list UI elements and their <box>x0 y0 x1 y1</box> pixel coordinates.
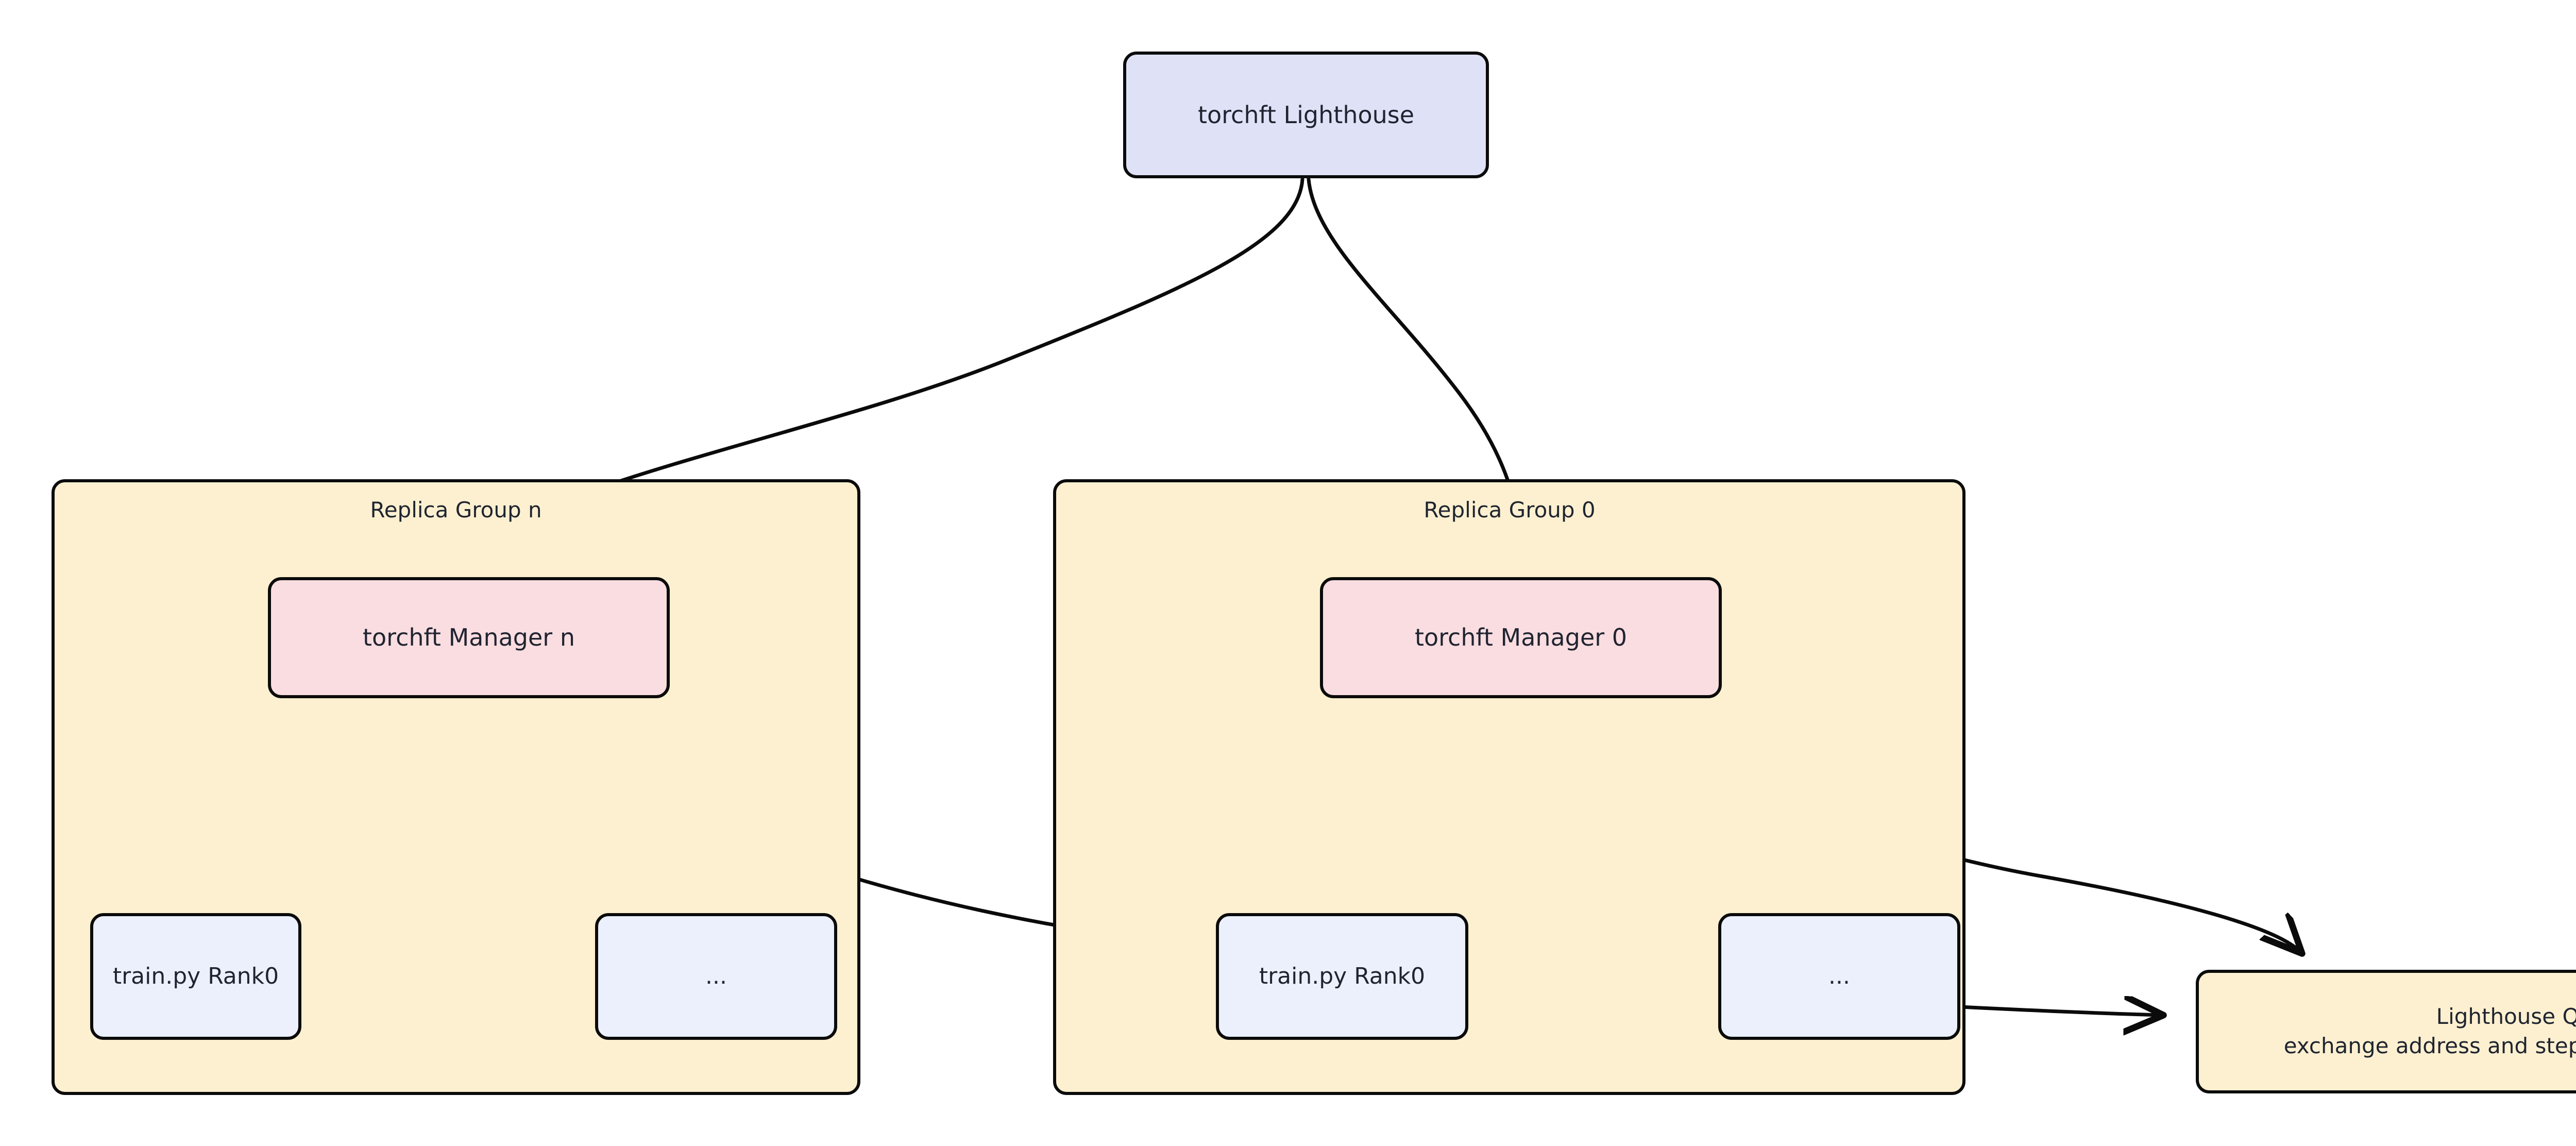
node-torchft-manager-n[interactable]: torchft Manager n <box>268 577 670 698</box>
node-torchft-lighthouse[interactable]: torchft Lighthouse <box>1123 52 1489 178</box>
cluster-label-replica-group-n: Replica Group n <box>370 497 542 523</box>
quorum-detail: exchange address and steps max(step)==10… <box>2283 1033 2576 1058</box>
lighthouse-label: torchft Lighthouse <box>1197 100 1415 129</box>
node-torchft-manager-0[interactable]: torchft Manager 0 <box>1320 577 1722 698</box>
node-ellipsis-group-n[interactable]: ... <box>595 913 837 1040</box>
node-train-py-rank0-group-0[interactable]: train.py Rank0 <box>1216 913 1468 1040</box>
node-lighthouse-quorum[interactable]: Lighthouse Quorm exchange address and st… <box>2196 970 2576 1093</box>
quorum-title: Lighthouse Quorm <box>2436 1004 2576 1030</box>
cluster-label-replica-group-0: Replica Group 0 <box>1423 497 1596 523</box>
manager-n-label: torchft Manager n <box>363 623 575 652</box>
ellipsis-label: ... <box>1828 963 1850 990</box>
rank-label: train.py Rank0 <box>112 963 279 990</box>
manager-0-label: torchft Manager 0 <box>1414 623 1628 652</box>
rank-label: train.py Rank0 <box>1259 963 1426 990</box>
node-ellipsis-group-0[interactable]: ... <box>1718 913 1960 1040</box>
ellipsis-label: ... <box>705 963 727 990</box>
node-train-py-rank0-group-n[interactable]: train.py Rank0 <box>90 913 301 1040</box>
